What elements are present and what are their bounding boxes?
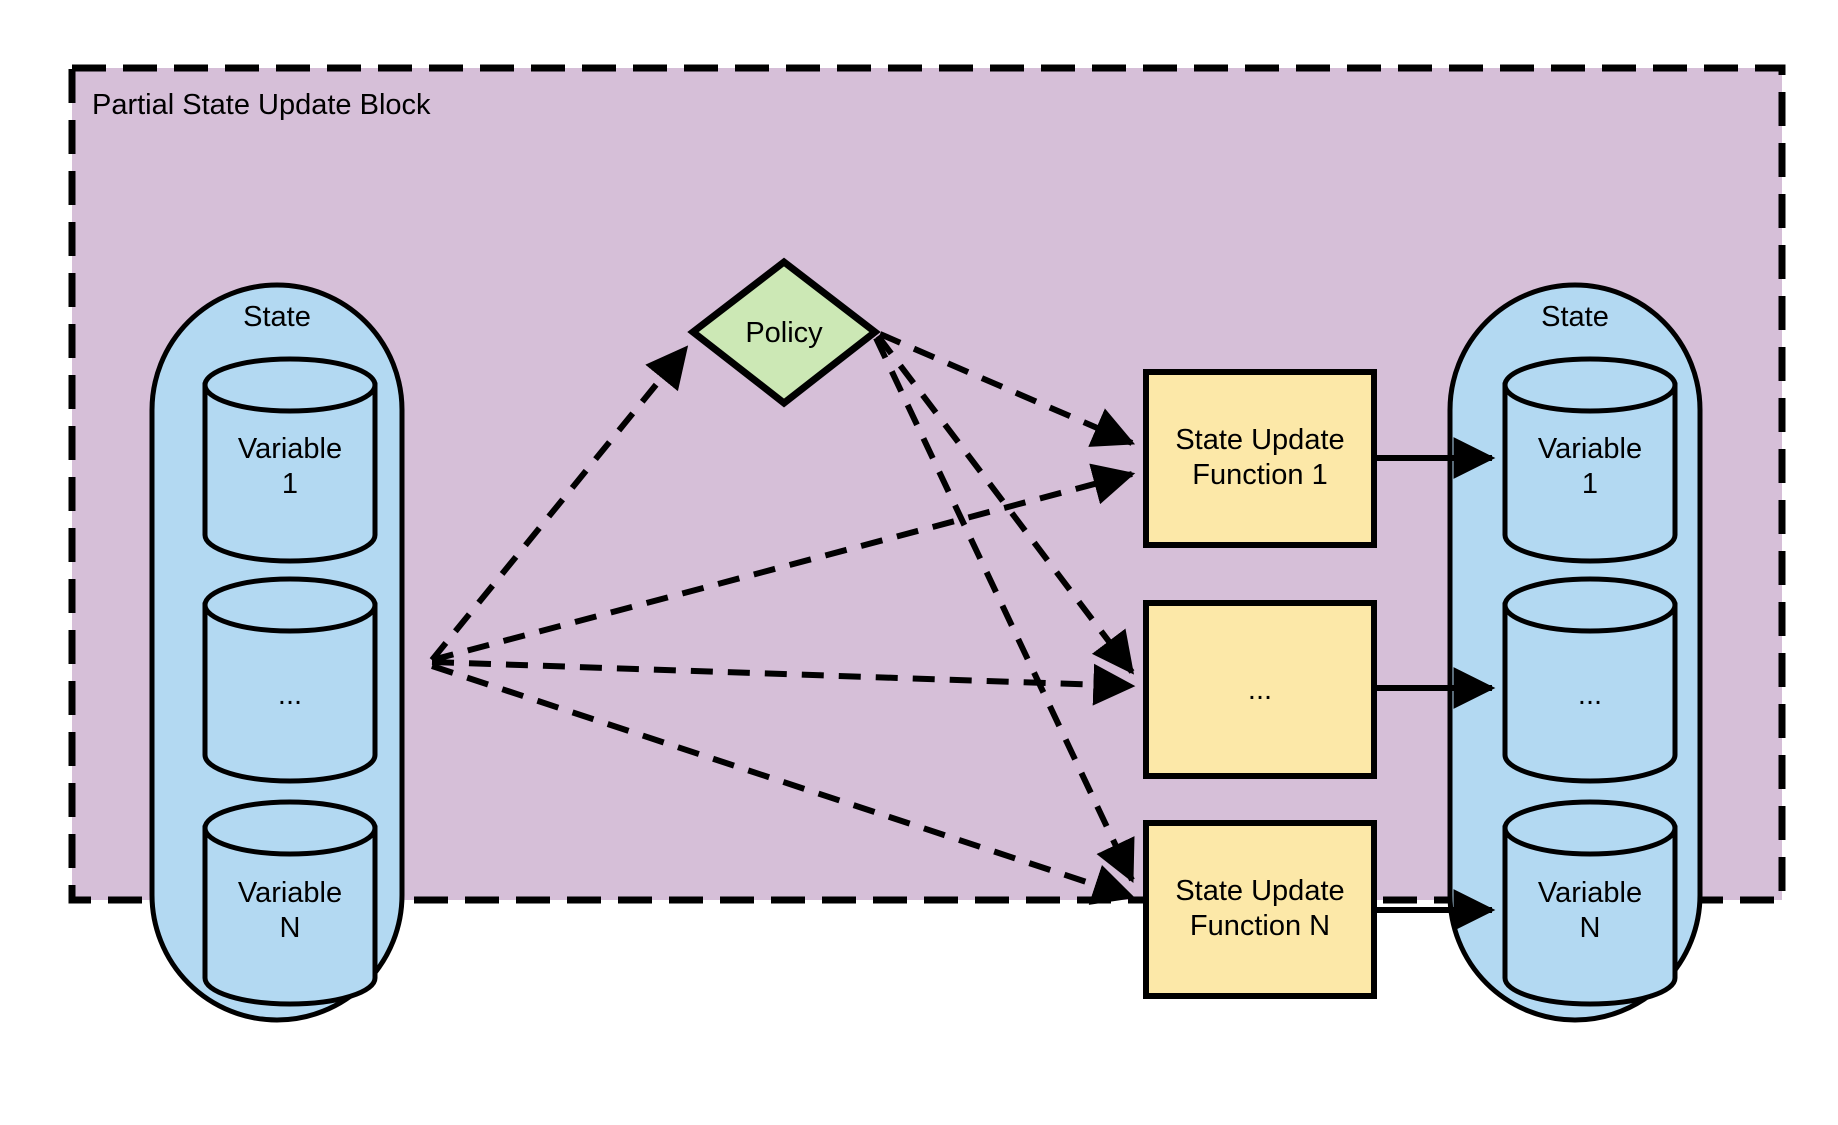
state-update-function-ellipsis-box[interactable] (1143, 600, 1377, 779)
edge-policy-to-function-1 (878, 331, 1136, 447)
input-variable-ellipsis-cylinder[interactable] (202, 576, 378, 784)
input-variable-n-label: Variable N (237, 877, 343, 945)
policy-diamond-shape[interactable] (687, 257, 881, 408)
state-update-function-ellipsis-label: ... (1247, 674, 1273, 706)
input-variable-ellipsis-label: ... (277, 679, 303, 711)
output-variable-n-label: Variable N (1537, 877, 1643, 945)
input-state-label: State (243, 301, 311, 333)
edge-state-to-function-n (431, 663, 1136, 905)
state-update-function-1-label: State Update Function 1 (1175, 424, 1345, 492)
output-variable-1-cylinder[interactable] (1502, 356, 1678, 564)
output-variable-ellipsis-cylinder[interactable] (1502, 576, 1678, 784)
input-variable-1-label: Variable 1 (237, 433, 343, 501)
output-variable-ellipsis-label: ... (1577, 679, 1603, 711)
partial-state-update-block-title: Partial State Update Block (92, 89, 431, 121)
state-update-function-n-label: State Update Function N (1175, 875, 1345, 943)
edge-state-to-function-1 (431, 463, 1136, 663)
edge-policy-to-function-n (873, 336, 1135, 884)
output-variable-1-label: Variable 1 (1537, 433, 1643, 501)
output-variable-n-cylinder[interactable] (1502, 799, 1678, 1007)
input-variable-1-cylinder[interactable] (202, 356, 378, 564)
edge-policy-to-function-ellipsis (875, 334, 1135, 675)
state-update-function-n-box[interactable] (1143, 820, 1377, 999)
edge-state-to-policy (429, 345, 689, 662)
input-variable-n-cylinder[interactable] (202, 799, 378, 1007)
policy-label: Policy (745, 317, 823, 349)
edge-state-to-function-ellipsis (431, 659, 1136, 706)
output-state-label: State (1541, 301, 1609, 333)
state-update-function-1-box[interactable] (1143, 369, 1377, 548)
